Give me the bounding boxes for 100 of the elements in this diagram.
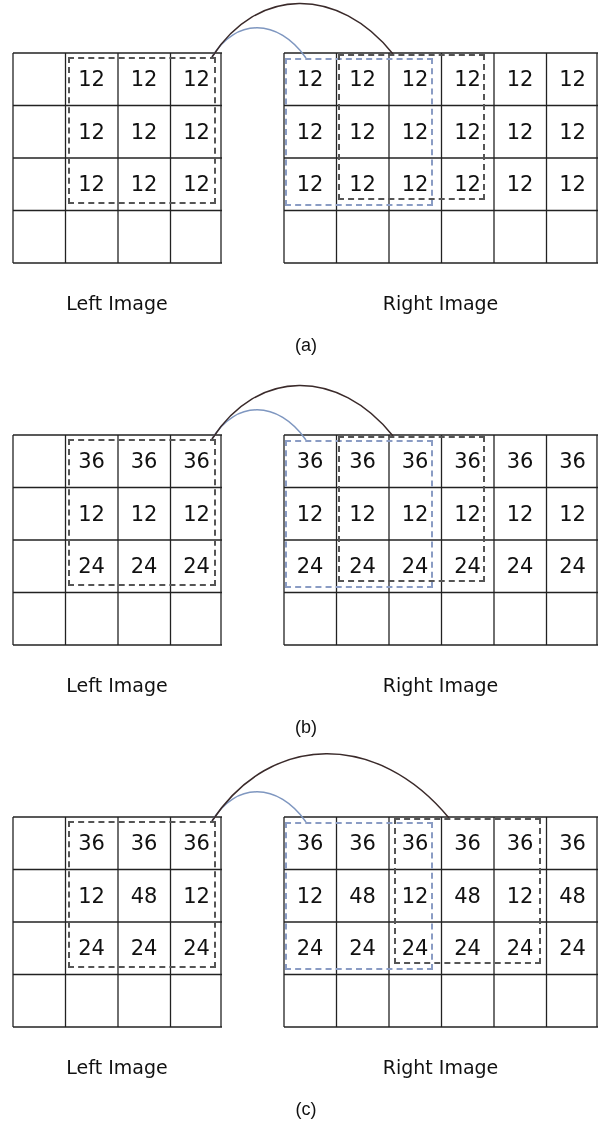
cell-value: 12 [183,883,210,908]
cell-value: 48 [454,883,481,908]
image-grid [12,434,222,696]
cell-value: 24 [401,936,429,961]
cell-value: 36 [506,449,534,474]
dashed-frame [394,818,541,964]
image-grid [283,816,598,1078]
curved-connector [211,752,450,822]
cell-value: 36 [559,449,586,474]
cell-value: 12 [183,67,210,92]
cell-value: 12 [296,501,324,526]
cell-value: 36 [130,831,158,856]
cell-value: 12 [506,501,534,526]
cell-value: 12 [506,172,534,197]
cell-value: 24 [506,936,534,961]
cell-value: 36 [78,831,105,856]
image-caption: Left Image [66,292,168,314]
cell-value: 24 [183,936,210,961]
cell-value: 12 [296,67,324,92]
cell-value: 24 [454,554,481,579]
cell-value: 24 [296,554,324,579]
cell-value: 12 [349,501,376,526]
cell-value: 24 [454,936,481,961]
curved-connector [211,791,307,823]
cell-value: 12 [183,501,210,526]
image-caption: Left Image [66,674,168,696]
cell-value: 12 [349,172,376,197]
cell-value: 12 [78,883,105,908]
dashed-frame [285,822,433,970]
cell-value: 12 [183,172,210,197]
panel-label: (a) [295,334,317,356]
cell-value: 12 [78,67,105,92]
cell-value: 48 [349,883,376,908]
cell-value: 48 [559,883,586,908]
image-caption: Right Image [382,1056,499,1078]
cell-value: 12 [349,119,376,144]
dashed-frame [338,436,485,582]
dashed-frame [68,439,216,586]
image-grid [283,434,598,696]
cell-value: 36 [183,831,210,856]
cell-value: 36 [506,831,534,856]
cell-value: 24 [559,554,586,579]
cell-value: 36 [78,449,105,474]
cell-value: 12 [401,501,429,526]
cell-value: 36 [559,831,586,856]
dashed-frame [285,440,433,588]
cell-value: 12 [454,501,481,526]
cell-value: 36 [401,831,429,856]
cell-value: 24 [78,936,105,961]
image-grid [12,52,222,314]
curved-connector [211,2,394,58]
cell-value: 24 [559,936,586,961]
cell-value: 24 [506,554,534,579]
cell-value: 12 [130,119,158,144]
cell-value: 12 [401,67,429,92]
cell-value: 48 [130,883,158,908]
cell-value: 12 [559,172,586,197]
image-caption: Left Image [66,1056,168,1078]
curved-connector [211,384,394,440]
cell-value: 36 [349,449,376,474]
cell-value: 36 [454,831,481,856]
dashed-frame [68,821,216,968]
cell-value: 36 [401,449,429,474]
cell-value: 12 [78,119,105,144]
cell-value: 12 [296,883,324,908]
cell-value: 12 [296,172,324,197]
cell-value: 24 [130,936,158,961]
dashed-frame [338,54,485,200]
cell-value: 12 [401,883,429,908]
cell-value: 36 [454,449,481,474]
cell-value: 12 [296,119,324,144]
cell-value: 12 [454,172,481,197]
cell-value: 24 [130,554,158,579]
cell-value: 12 [559,119,586,144]
cell-value: 12 [130,67,158,92]
cell-value: 12 [401,172,429,197]
panel-label: (c) [295,1098,317,1120]
image-caption: Right Image [382,292,499,314]
image-caption: Right Image [382,674,499,696]
cell-value: 12 [559,67,586,92]
cell-value: 24 [78,554,105,579]
cell-value: 36 [130,449,158,474]
cell-value: 36 [349,831,376,856]
cell-value: 12 [130,501,158,526]
cell-value: 12 [401,119,429,144]
cell-value: 12 [454,119,481,144]
cell-value: 12 [130,172,158,197]
cell-value: 12 [78,501,105,526]
cell-value: 36 [296,449,324,474]
cell-value: 12 [78,172,105,197]
curved-connector [211,409,307,441]
cell-value: 12 [454,67,481,92]
cell-value: 24 [401,554,429,579]
dashed-frame [68,57,216,204]
cell-value: 24 [183,554,210,579]
curved-connector [211,27,307,59]
cell-value: 24 [296,936,324,961]
dashed-frame [285,58,433,206]
cell-value: 36 [296,831,324,856]
cell-value: 12 [349,67,376,92]
